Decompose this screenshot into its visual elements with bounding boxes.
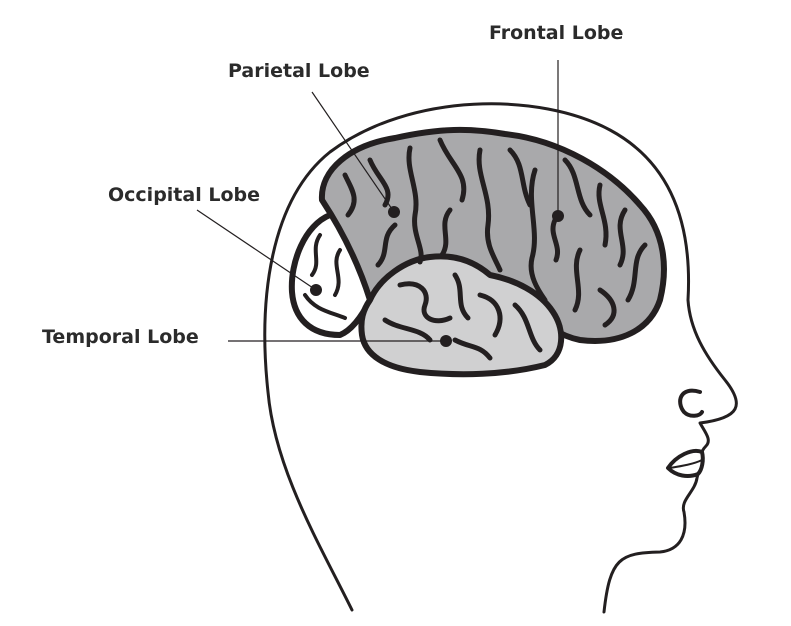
temporal-marker-dot — [440, 335, 452, 347]
parietal-marker-dot — [388, 206, 400, 218]
nostril — [678, 388, 704, 418]
occipital-lobe-label: Occipital Lobe — [108, 184, 260, 206]
occipital-marker-dot — [310, 284, 322, 296]
marker-dots — [310, 206, 564, 347]
frontal-marker-dot — [552, 210, 564, 222]
frontal-lobe-label: Frontal Lobe — [489, 22, 624, 44]
parietal-lobe-label: Parietal Lobe — [228, 60, 370, 82]
temporal-folds — [382, 272, 543, 361]
lips — [666, 449, 705, 478]
leader-lines — [196, 60, 559, 342]
cerebrum-folds — [342, 137, 648, 328]
head-outline — [263, 102, 738, 614]
occipital-folds — [303, 233, 347, 320]
temporal-lobe-label: Temporal Lobe — [42, 326, 199, 348]
occipital-leader-line — [196, 209, 317, 291]
parietal-leader-line — [311, 91, 395, 213]
